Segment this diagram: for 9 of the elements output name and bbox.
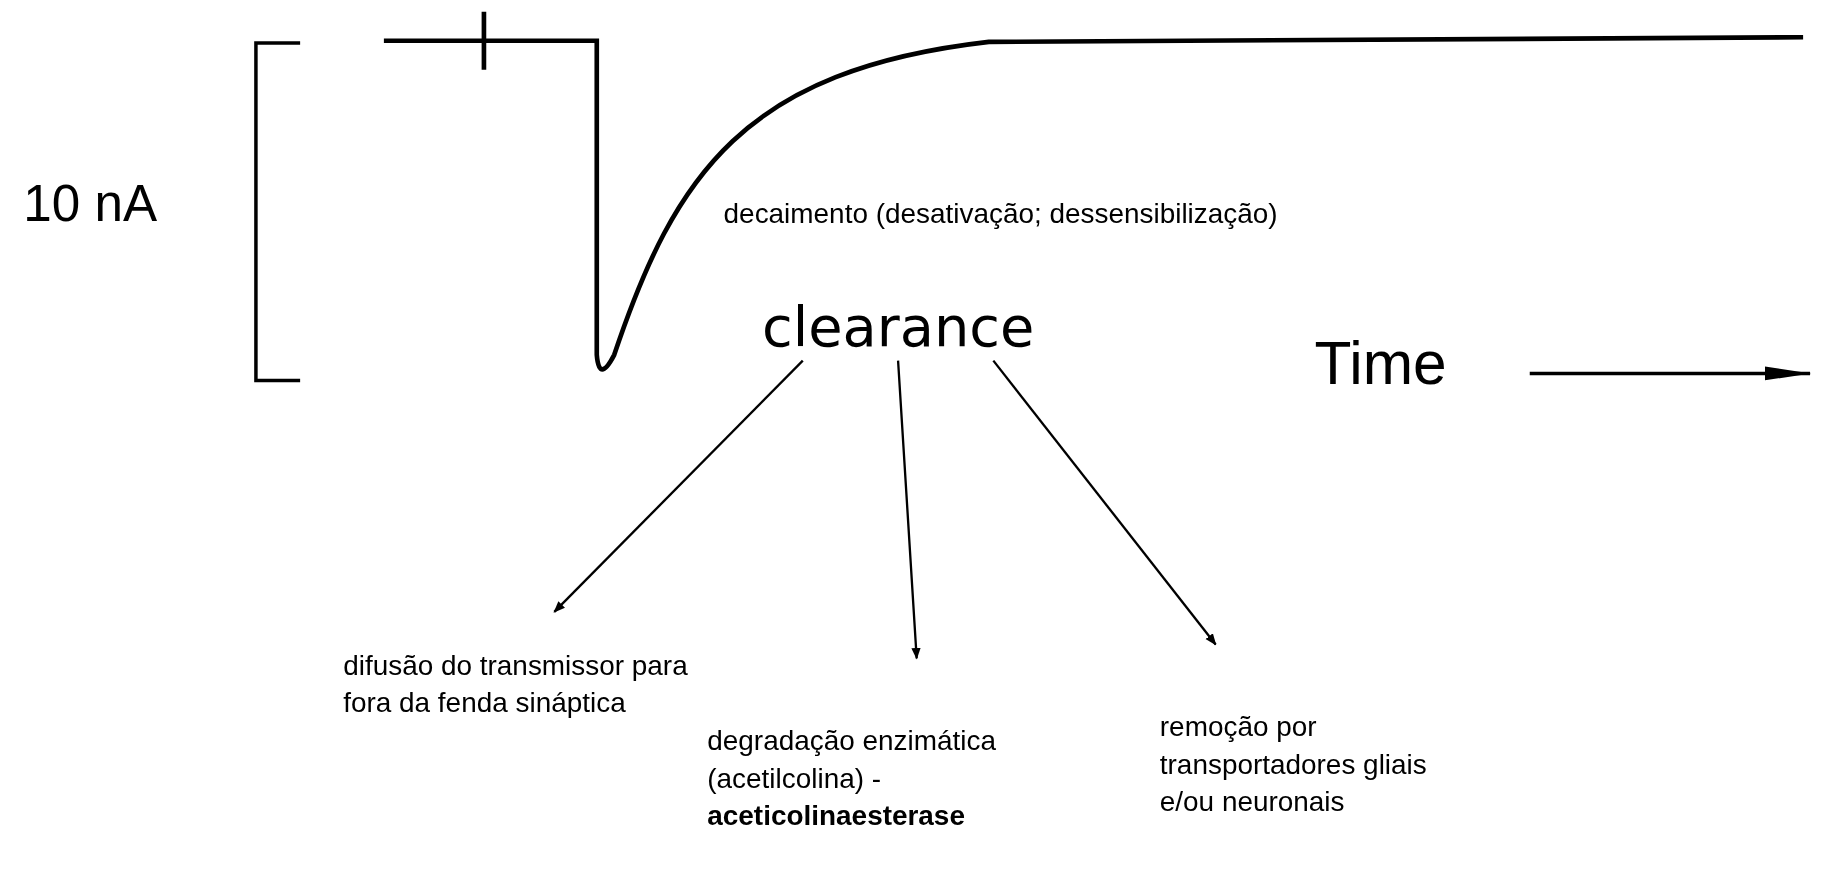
annotation-text: decaimento (desativação; dessensibilização) bbox=[723, 197, 1278, 231]
cause-text: degradação enzimática (acetilcolina) - aceticolinaesterase bbox=[707, 722, 1057, 835]
arrow bbox=[896, 360, 921, 660]
cause-text: remoção por transportadores gliais e/ou neuronais bbox=[1159, 708, 1439, 821]
axis-label: Time bbox=[1314, 328, 1447, 398]
heading-text: clearance bbox=[761, 290, 1035, 361]
scale-label: 10 nA bbox=[23, 174, 158, 233]
arrow bbox=[992, 359, 1217, 646]
arrow bbox=[553, 359, 804, 613]
